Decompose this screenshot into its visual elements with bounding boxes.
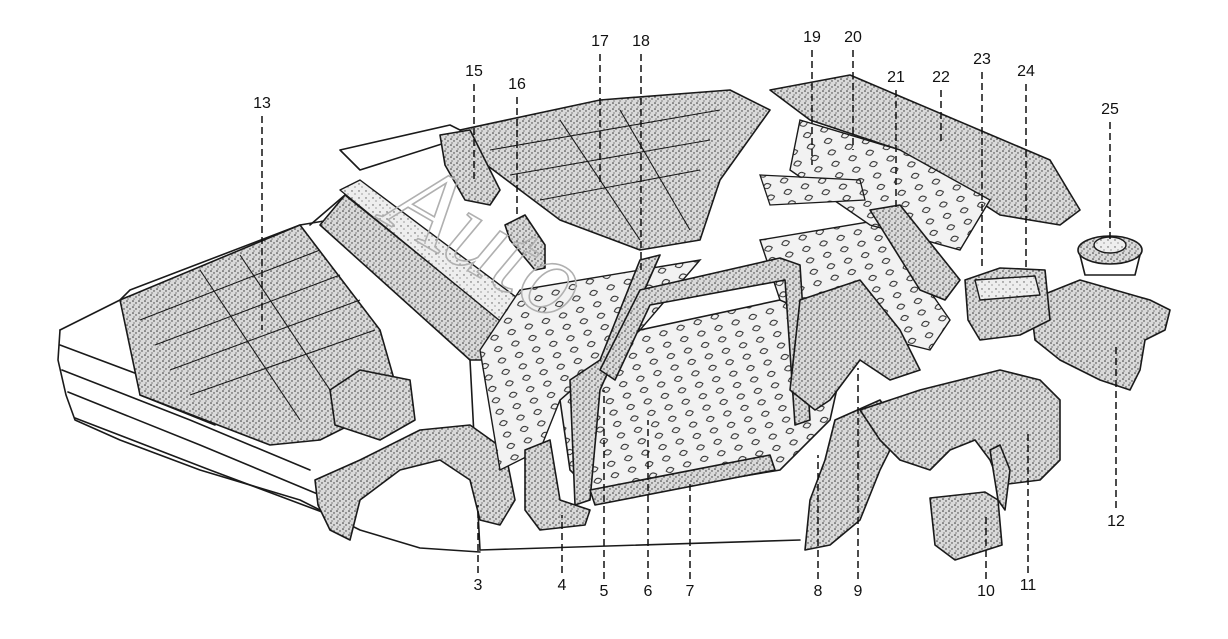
callout-label-9: 9 <box>854 583 863 600</box>
callout-label-19: 19 <box>803 29 821 46</box>
callout-label-17: 17 <box>591 33 609 50</box>
callout-label-23: 23 <box>973 51 991 68</box>
part-3-front-wheelhouse <box>314 424 516 541</box>
hood-insulator-ribs <box>139 249 376 421</box>
callout-label-16: 16 <box>508 76 526 93</box>
part-20-parcel-shelf-insulator <box>789 119 991 251</box>
callout-label-12: 12 <box>1107 513 1125 530</box>
callout-label-7: 7 <box>686 583 695 600</box>
part-16-mirror-mount <box>504 214 546 271</box>
callout-label-22: 22 <box>932 69 950 86</box>
part-24-lamp-gasket <box>974 275 1041 301</box>
callout-label-20: 20 <box>844 29 862 46</box>
callout-label-24: 24 <box>1017 63 1035 80</box>
part-9-rear-wheelhouse-inner <box>789 279 921 411</box>
callout-label-11: 11 <box>1020 577 1037 594</box>
part-21-c-pillar-inner <box>869 204 961 301</box>
callout-label-15: 15 <box>465 63 483 80</box>
rear-wheelhouse-outer <box>859 369 1061 486</box>
part-11-rear-bracket <box>989 444 1011 511</box>
callout-label-18: 18 <box>632 33 650 50</box>
callout-label-13: 13 <box>253 95 271 112</box>
callout-label-10: 10 <box>977 583 995 600</box>
callout-leaders <box>261 50 1117 579</box>
part-12-trunk-side-insulator <box>1029 279 1171 391</box>
part-7-sill-insulator <box>589 454 776 506</box>
front-strut-tower <box>329 369 416 441</box>
callout-label-6: 6 <box>644 583 653 600</box>
part-10-small-insulator-pad <box>929 491 1003 561</box>
callout-label-25: 25 <box>1101 101 1119 118</box>
door-opening-frame <box>599 257 811 426</box>
callout-labels: 3 4 5 6 7 8 9 10 11 12 13 15 16 17 18 19 20 21 22 23 24 25 <box>253 29 1125 600</box>
part-22-rear-quarter-trim <box>769 74 1081 226</box>
callout-label-8: 8 <box>814 583 823 600</box>
part-15-pillar-trim <box>439 129 501 206</box>
part-25-filler-cap <box>1077 235 1143 276</box>
callout-label-21: 21 <box>887 69 905 86</box>
callout-label-3: 3 <box>474 577 483 594</box>
part-17-roof-insulator <box>459 89 771 251</box>
part-4-front-pillar-lower <box>524 439 591 531</box>
callout-label-5: 5 <box>600 583 609 600</box>
callout-label-4: 4 <box>558 577 567 594</box>
part-19-rear-cross-member <box>759 174 866 206</box>
